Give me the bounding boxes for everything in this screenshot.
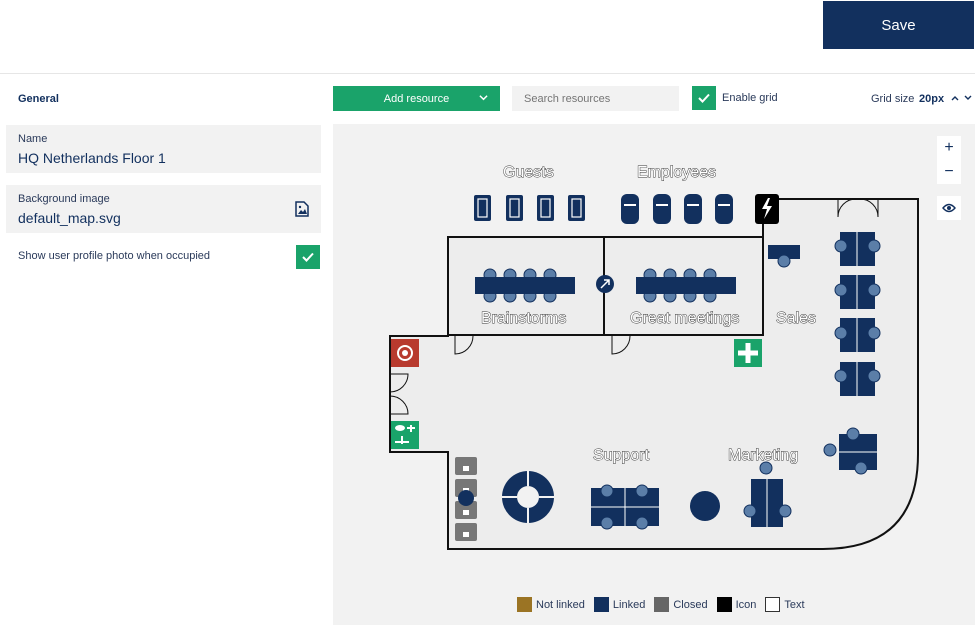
desk-cluster bbox=[823, 427, 877, 475]
search-resources-input[interactable] bbox=[512, 86, 679, 111]
legend-item: Not linked bbox=[517, 597, 585, 612]
door bbox=[389, 395, 409, 415]
enable-grid-label: Enable grid bbox=[722, 92, 778, 104]
background-image-label: Background image bbox=[18, 193, 110, 205]
label-employees: Employees bbox=[637, 164, 716, 181]
legend-label: Text bbox=[784, 598, 805, 611]
profile-photo-checkbox[interactable] bbox=[296, 245, 320, 269]
label-brainstorms: Brainstorms bbox=[481, 310, 566, 327]
meeting-table bbox=[475, 268, 575, 303]
parking-spot bbox=[621, 194, 733, 224]
desk-cluster bbox=[743, 461, 792, 527]
eye-icon[interactable] bbox=[937, 196, 961, 220]
chevron-down-icon bbox=[479, 95, 488, 101]
ev-charger-icon bbox=[755, 194, 779, 224]
name-value[interactable]: HQ Netherlands Floor 1 bbox=[18, 150, 166, 166]
background-image-value: default_map.svg bbox=[18, 210, 121, 226]
door bbox=[859, 198, 879, 218]
legend-label: Closed bbox=[673, 598, 708, 611]
map-legend: Not linked Linked Closed Icon Text bbox=[517, 597, 814, 612]
door bbox=[837, 198, 857, 218]
floor-map-canvas[interactable]: Guests Employees Brainstorms Great meeti… bbox=[333, 124, 975, 625]
legend-swatch bbox=[765, 597, 781, 612]
fire-hose-icon bbox=[391, 339, 419, 367]
floor-plan: Guests Employees Brainstorms Great meeti… bbox=[389, 164, 919, 550]
name-label: Name bbox=[18, 133, 48, 145]
grid-size-label: Grid size bbox=[871, 93, 915, 105]
door bbox=[611, 335, 631, 355]
add-resource-button[interactable]: Add resource bbox=[333, 86, 500, 111]
desk-cluster bbox=[591, 484, 659, 530]
chevron-up-icon[interactable] bbox=[950, 93, 960, 103]
eye-wash-icon bbox=[391, 421, 419, 449]
legend-item: Linked bbox=[593, 597, 646, 612]
zoom-out-button[interactable]: − bbox=[937, 160, 961, 184]
image-file-icon[interactable] bbox=[295, 201, 309, 217]
sidebar: General Name HQ Netherlands Floor 1 Back… bbox=[0, 75, 332, 625]
grid-size-value: 20px bbox=[919, 93, 945, 105]
legend-item: Icon bbox=[716, 597, 757, 612]
label-guests: Guests bbox=[503, 164, 554, 181]
first-aid-icon bbox=[734, 339, 762, 367]
label-great-meetings: Great meetings bbox=[630, 310, 739, 327]
door bbox=[389, 373, 409, 393]
legend-item: Closed bbox=[654, 597, 708, 612]
guest-locker bbox=[474, 195, 585, 221]
legend-swatch bbox=[654, 597, 670, 612]
label-marketing: Marketing bbox=[728, 447, 798, 464]
legend-swatch bbox=[517, 597, 532, 612]
legend-label: Not linked bbox=[536, 598, 585, 611]
sales-desk bbox=[768, 245, 800, 268]
legend-item: Text bbox=[765, 597, 805, 612]
name-field[interactable]: Name HQ Netherlands Floor 1 bbox=[6, 125, 321, 173]
label-support: Support bbox=[593, 447, 650, 464]
zoom-in-button[interactable]: + bbox=[937, 136, 961, 160]
legend-label: Linked bbox=[612, 598, 646, 611]
top-bar: Save bbox=[0, 0, 975, 74]
round-table bbox=[690, 491, 720, 521]
add-resource-label: Add resource bbox=[383, 92, 450, 105]
background-image-field[interactable]: Background image default_map.svg bbox=[6, 185, 321, 233]
map-toolbar: Add resource Enable grid Grid size 20px bbox=[333, 86, 975, 112]
legend-swatch bbox=[716, 597, 732, 612]
door bbox=[454, 335, 474, 355]
checkmark-icon bbox=[698, 93, 710, 103]
legend-label: Icon bbox=[735, 598, 757, 611]
checkmark-icon bbox=[302, 252, 314, 262]
chevron-down-icon[interactable] bbox=[963, 93, 973, 103]
label-sales: Sales bbox=[776, 310, 816, 327]
meeting-table bbox=[636, 268, 736, 303]
save-button[interactable]: Save bbox=[823, 1, 974, 49]
legend-swatch bbox=[593, 597, 609, 612]
profile-photo-label: Show user profile photo when occupied bbox=[18, 250, 211, 262]
enable-grid-checkbox[interactable] bbox=[692, 86, 716, 110]
round-meeting-table bbox=[502, 471, 554, 523]
section-title: General bbox=[18, 93, 59, 105]
